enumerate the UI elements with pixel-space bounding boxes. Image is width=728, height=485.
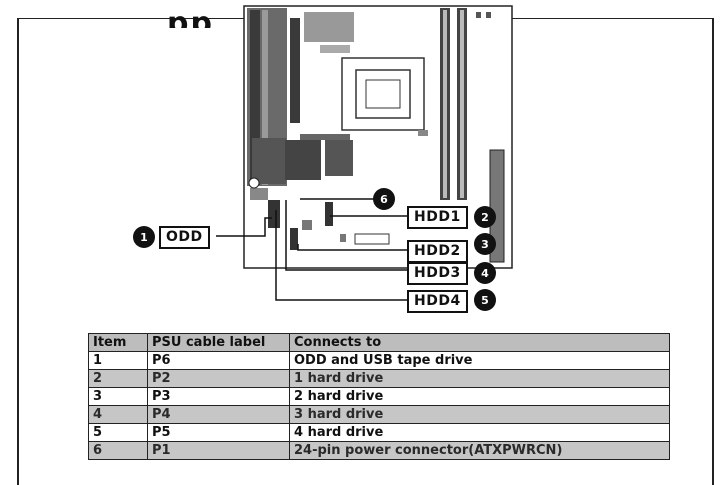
pci-slot: [290, 18, 300, 123]
io-block: [304, 12, 354, 42]
line-hdd2: [297, 244, 407, 251]
label-odd: ODD: [159, 226, 210, 249]
cell-item: 4: [88, 405, 148, 424]
cell-connects: 2 hard drive: [289, 387, 670, 406]
callout-2: 2: [474, 206, 496, 228]
cell-item: 5: [88, 423, 148, 442]
cell-connects: 24-pin power connector(ATXPWRCN): [289, 441, 670, 460]
table-row: 2 P2 1 hard drive: [88, 369, 670, 388]
callout-4: 4: [474, 262, 496, 284]
cell-item: 2: [88, 369, 148, 388]
odd-header: [268, 200, 280, 228]
cell-cable: P5: [147, 423, 290, 442]
hdd1-header: [325, 202, 333, 226]
cell-connects: ODD and USB tape drive: [289, 351, 670, 370]
cell-item: 1: [88, 351, 148, 370]
header-psu-cable-label: PSU cable label: [147, 333, 290, 352]
hdd2-header: [290, 228, 298, 250]
hdd3-header: [340, 234, 346, 242]
callout-5: 5: [474, 289, 496, 311]
table-header-row: Item PSU cable label Connects to: [88, 333, 670, 352]
header-item: Item: [88, 333, 148, 352]
line-hdd3: [285, 200, 407, 271]
cell-connects: 3 hard drive: [289, 405, 670, 424]
table-row: 4 P4 3 hard drive: [88, 405, 670, 424]
label-hdd3: HDD3: [407, 262, 468, 285]
table-row: 5 P5 4 hard drive: [88, 423, 670, 442]
label-hdd4: HDD4: [407, 290, 468, 313]
line-hdd4: [275, 210, 407, 301]
callout-6: 6: [373, 188, 395, 210]
cell-connects: 4 hard drive: [289, 423, 670, 442]
table-row: 1 P6 ODD and USB tape drive: [88, 351, 670, 370]
cell-item: 3: [88, 387, 148, 406]
cell-cable: P4: [147, 405, 290, 424]
cell-cable: P6: [147, 351, 290, 370]
cell-cable: P1: [147, 441, 290, 460]
cell-item: 6: [88, 441, 148, 460]
label-hdd1: HDD1: [407, 206, 468, 229]
table-row: 6 P1 24-pin power connector(ATXPWRCN): [88, 441, 670, 460]
psu-cable-table: Item PSU cable label Connects to 1 P6 OD…: [88, 333, 670, 460]
line-odd: [216, 217, 272, 237]
cell-cable: P2: [147, 369, 290, 388]
atx-power-connector: [489, 149, 505, 263]
label-hdd2: HDD2: [407, 240, 468, 263]
heading-fragment: pp: [167, 6, 214, 28]
callout-1: 1: [133, 226, 155, 248]
cell-cable: P3: [147, 387, 290, 406]
header-connects-to: Connects to: [289, 333, 670, 352]
callout-3: 3: [474, 233, 496, 255]
table-row: 3 P3 2 hard drive: [88, 387, 670, 406]
cell-connects: 1 hard drive: [289, 369, 670, 388]
